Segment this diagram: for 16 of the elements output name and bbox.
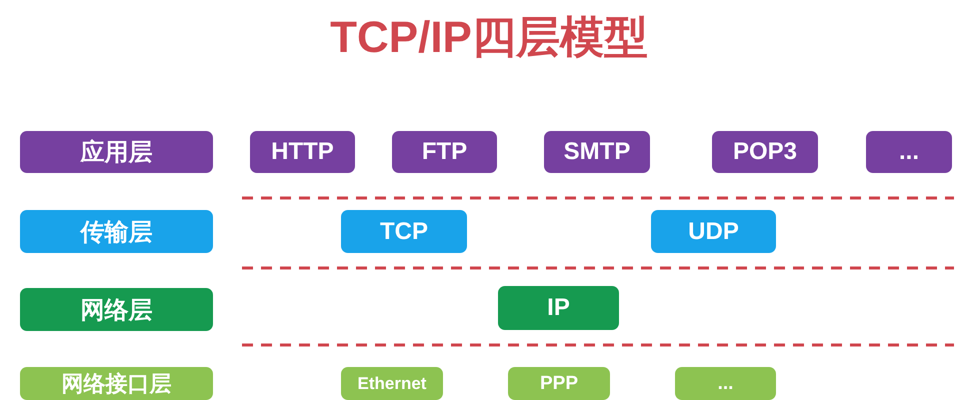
layer-box: 网络接口层 <box>20 367 213 400</box>
protocol-box: TCP <box>341 210 467 253</box>
title: TCP/IP四层模型 <box>330 12 648 64</box>
protocol-box: IP <box>498 286 619 330</box>
layer-box: 传输层 <box>20 210 213 253</box>
protocol-box: SMTP <box>544 131 650 173</box>
protocol-box: POP3 <box>712 131 818 173</box>
protocol-box: PPP <box>508 367 610 400</box>
protocol-box: FTP <box>392 131 497 173</box>
layer-box: 应用层 <box>20 131 213 173</box>
protocol-box: HTTP <box>250 131 355 173</box>
protocol-box: UDP <box>651 210 776 253</box>
layer-box: 网络层 <box>20 288 213 331</box>
protocol-box: Ethernet <box>341 367 443 400</box>
protocol-box: ... <box>866 131 952 173</box>
protocol-box: ... <box>675 367 776 400</box>
